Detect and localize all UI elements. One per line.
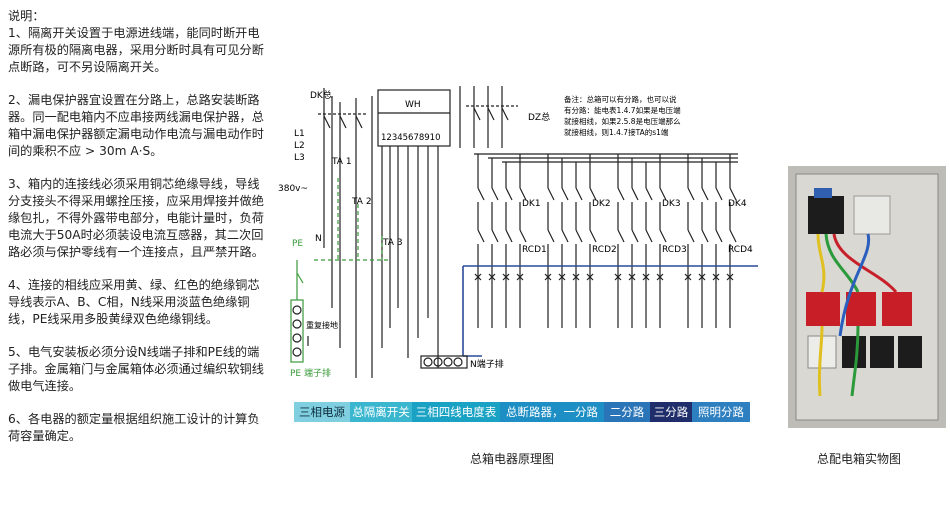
pe-bar-label: PE 端子排 [290,367,331,379]
photo-caption: 总配电箱实物图 [817,452,902,466]
notes-panel: 说明： 1、隔离开关设置于电源进线端，能同时断开电源所有极的隔离电器，采用分断时… [8,8,270,461]
legend-lighting-branch: 照明分路 [692,402,750,422]
rcd4-label: RCD4 [728,245,753,255]
note-item-6: 6、各电器的额定量根据组织施工设计的计算负荷容量确定。 [8,412,260,443]
ground-label: 重复接地 [306,320,338,330]
voltage-label: 380v~ [278,184,308,194]
l1-label: L1 [294,129,305,139]
notes-heading: 说明： [8,9,45,23]
note-line-1: 备注：总箱可以有分路，也可以说 [564,94,677,104]
legend-main-breaker: 总断路器，一分路 [500,402,604,422]
ta1-label: TA 1 [331,157,352,167]
dk4-label: DK4 [728,199,747,209]
ta3-label: TA 3 [382,238,403,248]
pe-label: PE [292,239,303,249]
meter-digits: 12345678910 [381,133,441,143]
legend-bar: 三相电源 总隔离开关 三相四线电度表 总断路器，一分路 二分路 三分路 照明分路 [294,402,750,422]
dk3-label: DK3 [662,199,681,209]
note-item-1: 1、隔离开关设置于电源进线端，能同时断开电源所有极的隔离电器，采用分断时具有可见… [8,26,264,74]
dk2-label: DK2 [592,199,611,209]
legend-three-phase-power: 三相电源 [294,402,350,422]
schematic-diagram: DK总 WH 12345678910 DZ总 L1 L2 L3 380v~ TA… [278,86,758,379]
note-item-3: 3、箱内的连接线必须采用铜芯绝缘导线，导线分支接头不得采用螺拴压接，应采用焊接并… [8,177,264,259]
l2-label: L2 [294,141,305,151]
wh-label: WH [405,100,421,110]
dz-main-label: DZ总 [528,111,550,123]
n-label: N [315,234,322,244]
legend-second-branch: 二分路 [604,402,650,422]
legend-third-branch: 三分路 [650,402,692,422]
dk-main-label: DK总 [310,89,332,101]
legend-energy-meter: 三相四线电度表 [412,402,500,422]
rcd2-label: RCD2 [592,245,617,255]
legend-main-isolator: 总隔离开关 [350,402,412,422]
diagram-caption: 总箱电器原理图 [470,452,555,466]
rcd3-label: RCD3 [662,245,687,255]
l3-label: L3 [294,153,305,163]
note-item-2: 2、漏电保护器宜设置在分路上，总路安装断路器。同一配电箱内不应串接两线漏电保护器… [8,93,264,158]
distribution-box-photo [788,166,946,428]
dk1-label: DK1 [522,199,541,209]
note-line-4: 就接相线，则1.4.7接TA的s1端 [564,127,669,137]
note-item-4: 4、连接的相线应采用黄、绿、红色的绝缘铜芯导线表示A、B、C相，N线采用淡蓝色绝… [8,278,260,326]
note-line-2: 有分路：能电表1.4.7如果是电压端 [564,105,681,115]
ta2-label: TA 2 [351,197,372,207]
note-line-3: 就接相线，如果2.5.8是电压端那么 [564,116,681,126]
rcd1-label: RCD1 [522,245,547,255]
note-item-5: 5、电气安装板必须分设N线端子排和PE线的端子排。金属箱门与金属箱体必须通过编织… [8,345,264,393]
n-bar-label: N端子排 [470,358,504,370]
